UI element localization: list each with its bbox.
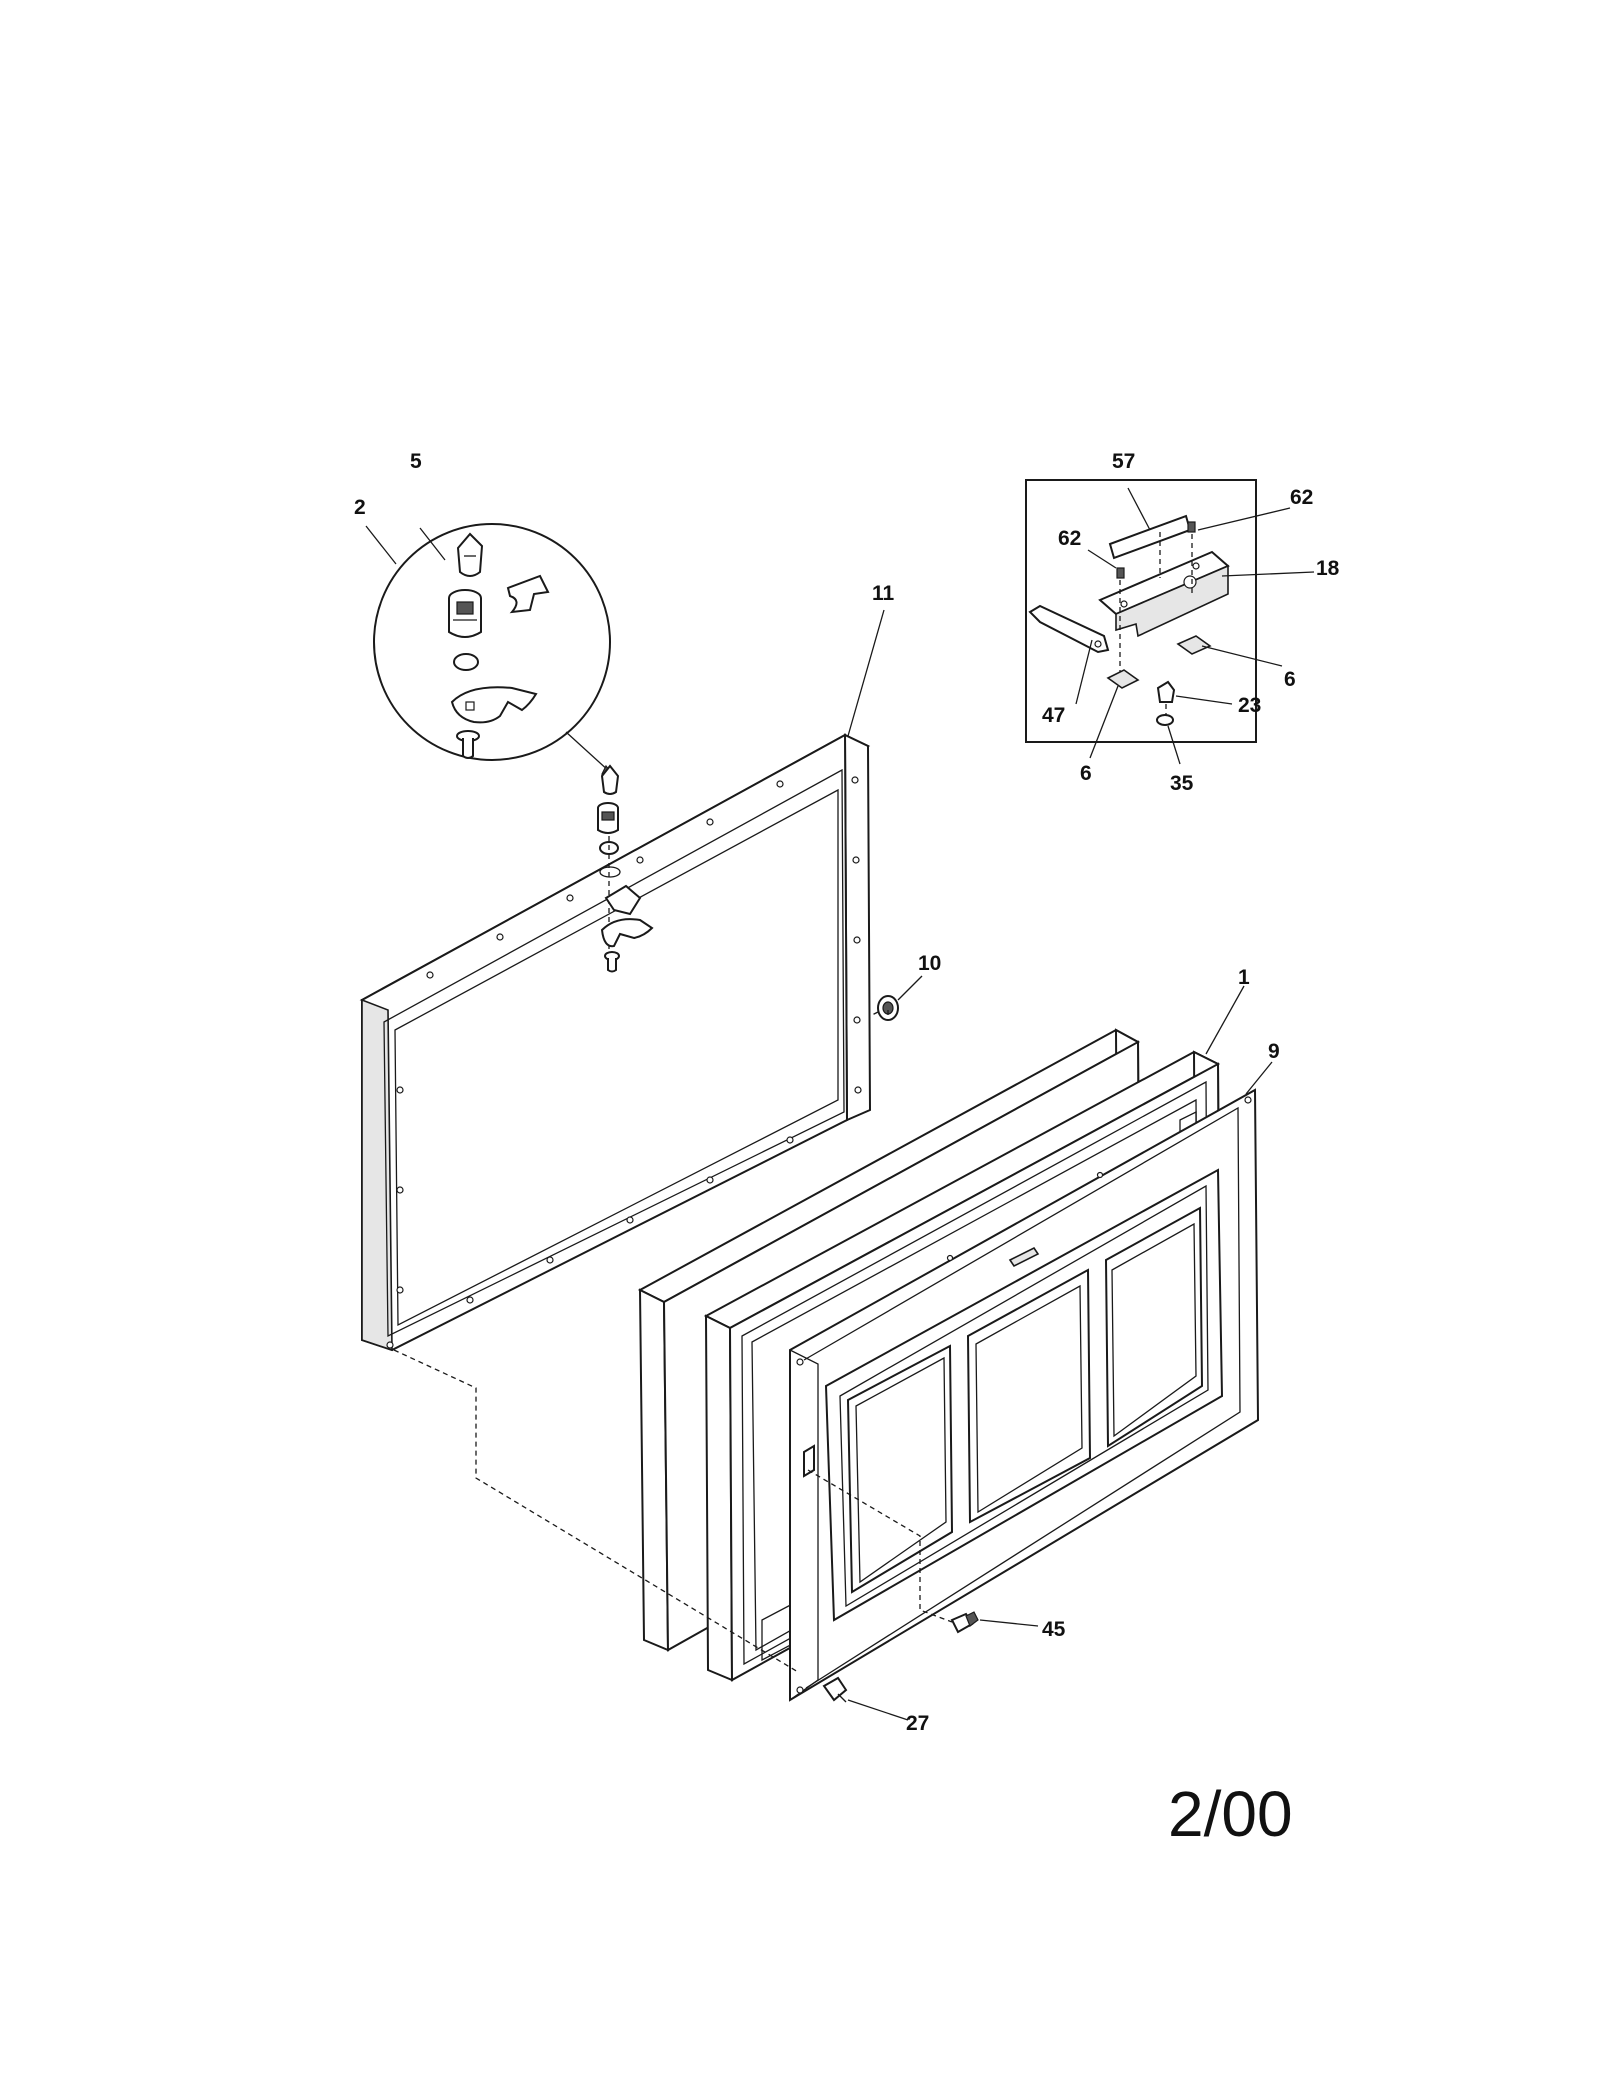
lock-assembly-detail: [373, 523, 616, 777]
label-part-23: 23: [1238, 694, 1261, 717]
label-part-9: 9: [1268, 1040, 1280, 1063]
retaining-clip: [506, 574, 550, 614]
door-handle-recess: [1008, 1246, 1040, 1268]
label-part-62-left: 62: [1058, 527, 1081, 550]
lid-screw-holes: [386, 776, 862, 1349]
page-number: 2/00: [1168, 1778, 1293, 1850]
freezer-lid: [359, 733, 872, 1352]
o-ring: [453, 653, 479, 671]
lock-cam: [450, 686, 538, 724]
label-part-11: 11: [872, 582, 895, 605]
spacer-plate-right: [1176, 635, 1212, 655]
light-switch: [807, 1469, 1039, 1634]
label-part-10: 10: [918, 952, 941, 975]
lock-cylinder-cap: [456, 532, 484, 577]
outer-door-panel: [789, 1088, 1260, 1702]
door-panel-sections: [846, 1206, 1204, 1594]
label-part-27: 27: [906, 1712, 929, 1735]
label-part-35: 35: [1170, 772, 1194, 795]
hinge-stud: [1156, 680, 1176, 716]
hinge-screw-left: [1116, 567, 1125, 678]
label-part-62-right: 62: [1290, 486, 1313, 509]
grommet: [869, 975, 923, 1021]
label-part-47: 47: [1042, 704, 1065, 727]
spacer-plate-left: [1106, 669, 1140, 689]
hinge-spring-rod: [1028, 604, 1110, 654]
label-part-5: 5: [410, 450, 422, 473]
hinge-nut: [1156, 714, 1174, 726]
label-part-6-left: 6: [1080, 762, 1092, 785]
hinge-label-strip: [1108, 514, 1192, 560]
hinge-screw-right: [1187, 521, 1196, 596]
hinge: [1098, 550, 1230, 638]
label-part-57: 57: [1112, 450, 1135, 473]
lid-lock-parts: [597, 764, 654, 973]
hinge-detail-box: [1025, 479, 1315, 765]
label-part-45: 45: [1042, 1618, 1066, 1641]
label-part-18: 18: [1316, 557, 1340, 580]
label-part-2: 2: [354, 496, 366, 519]
lock-cylinder: [448, 589, 482, 638]
label-part-1: 1: [1238, 966, 1250, 989]
lock-screw: [456, 730, 480, 759]
label-part-6-right: 6: [1284, 668, 1296, 691]
plug-button: [822, 1676, 909, 1721]
